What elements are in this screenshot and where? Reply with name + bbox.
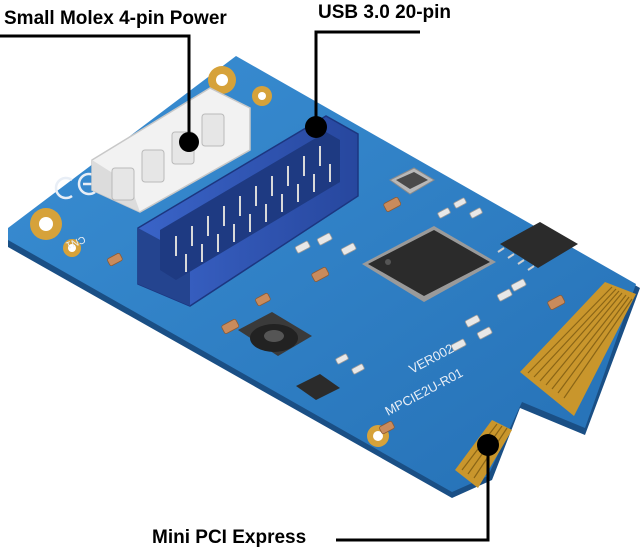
callout-dots: [179, 116, 499, 456]
callout-label-usb: USB 3.0 20-pin: [318, 2, 452, 23]
transistor: [296, 374, 340, 400]
callout-lines: [0, 30, 490, 542]
smd-components: [107, 197, 566, 435]
callout-line-mpcie: [336, 446, 490, 542]
callout-line-molex: [0, 34, 191, 140]
power-inductor: [238, 312, 312, 356]
usb3-20pin-header: [137, 115, 359, 307]
callout-label-molex: Small Molex 4-pin Power: [4, 8, 227, 29]
molex-4pin-connector: [91, 87, 251, 213]
callout-label-mini-pcie: Mini PCI Express: [152, 527, 307, 548]
small-ic-chip: [497, 222, 578, 271]
callout-dot-usb: [305, 116, 327, 138]
callout-dot-mpcie: [477, 434, 499, 456]
callout-dot-molex: [179, 132, 199, 152]
usb-controller-chip-icon: [362, 226, 496, 302]
crystal-oscillator: [389, 167, 435, 195]
callout-line-usb: [314, 30, 420, 126]
mounting-holes: [30, 66, 389, 447]
